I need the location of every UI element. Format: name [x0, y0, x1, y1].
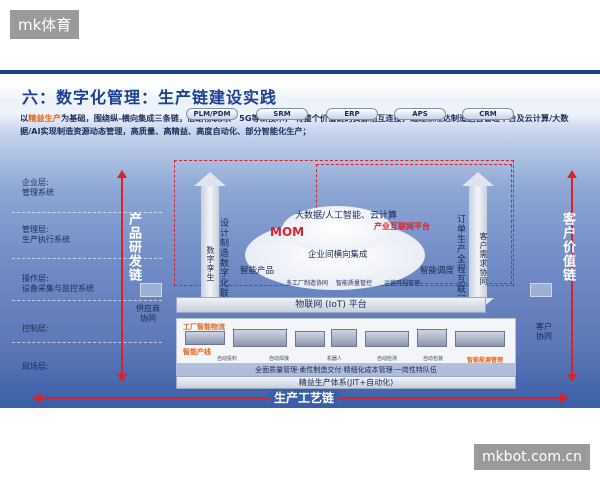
sub-label-quality: 智能质量管控	[336, 280, 373, 287]
craft-arrow-head-right	[560, 393, 569, 403]
craft-chain-label: 生产工艺链	[270, 389, 339, 406]
layer-label-field: 现场层:	[22, 362, 49, 371]
digital-twin-label: 数字孪生	[206, 246, 215, 282]
left-arrow-head-up	[117, 170, 127, 178]
smart-product-label: 智能产品	[240, 266, 275, 276]
factory-caption: 自动检测	[377, 356, 398, 362]
factory-line-label: 智能产线	[183, 348, 211, 356]
order-arrow-body	[469, 186, 487, 298]
factory-logistics-label: 工厂智能物流	[183, 323, 225, 331]
industrial-platform-label: 产业互联网平台	[374, 222, 430, 231]
watermark-top: mk体育	[10, 10, 80, 39]
layer-label-control: 控制层:	[22, 324, 49, 333]
design-arrow-head-up	[194, 172, 226, 186]
factory-floor: 工厂智能物流 智能产线 自动投料 自动焊接 机器人 自动检测 自动包装 智能能源…	[176, 318, 516, 364]
factory-caption: 自动包装	[423, 356, 444, 362]
customer-icon	[530, 283, 552, 297]
slide-top-bar	[0, 70, 600, 74]
factory-caption: 自动投料	[217, 356, 238, 362]
machine-shape	[233, 329, 287, 347]
factory-energy-label: 智能能源管理	[467, 357, 504, 364]
right-chain-label: 客户价值链	[560, 212, 575, 282]
left-chain-label: 产品研发链	[126, 212, 141, 282]
quality-management-bar: 全面质量管理·柔性制造交付·精细化成本管理·一岗性特队伍	[176, 364, 516, 376]
enterprise-integration-label: 企业间横向集成	[308, 250, 368, 260]
left-arrow-head-down	[117, 374, 127, 382]
customer-demand-label: 客户需求协同	[479, 232, 488, 286]
machine-shape	[365, 331, 409, 347]
cloud-shape-top	[282, 206, 392, 252]
machine-shape	[295, 331, 325, 347]
layer-divider	[12, 300, 162, 301]
craft-arrow-head-left	[32, 393, 41, 403]
description-rest: 为基础，围绕纵-横向集成三条链，借助物联网、 5G等新技术， 将整个价值链的资源…	[20, 113, 569, 136]
layer-label-enterprise: 企业层: 管理系统	[22, 178, 54, 197]
design-arrow-body	[201, 186, 219, 298]
lean-production-bar: 精益生产体系(JIT+自动化)	[176, 376, 516, 389]
mom-label: MOM	[270, 225, 305, 239]
left-chain-arrow	[121, 178, 123, 374]
description-highlight: 精益生产	[28, 113, 61, 123]
right-chain-arrow	[571, 178, 573, 374]
right-arrow-head-down	[567, 374, 577, 382]
machine-shape	[455, 331, 505, 347]
supplier-icon	[140, 283, 162, 297]
system-crm: CRM	[462, 108, 514, 120]
sub-label-operation: 运营可视管理	[384, 280, 421, 287]
order-visible-label: 订单生产全程互联可视	[455, 214, 465, 314]
description-prefix: 以	[20, 113, 29, 123]
machine-shape	[331, 329, 357, 347]
smart-schedule-label: 智能调度	[420, 266, 455, 276]
sub-label-multi-factory: 多工厂制造协同	[286, 280, 329, 287]
layer-divider	[12, 258, 162, 259]
order-arrow-head-up	[462, 172, 494, 186]
factory-caption: 自动焊接	[269, 356, 290, 362]
right-arrow-head-up	[567, 170, 577, 178]
system-erp: ERP	[326, 108, 378, 120]
layer-divider	[12, 212, 162, 213]
slide-description: 以精益生产为基础，围绕纵-横向集成三条链，借助物联网、 5G等新技术， 将整个价…	[20, 112, 588, 138]
system-plm-pdm: PLM/PDM	[186, 108, 238, 120]
layer-divider	[12, 342, 162, 343]
system-aps: APS	[394, 108, 446, 120]
watermark-bottom: mkbot.com.cn	[473, 444, 590, 470]
layer-label-management: 管理层: 生产执行系统	[22, 225, 70, 244]
factory-caption: 机器人	[327, 356, 343, 362]
iot-platform: 物联网 (IoT) 平台	[176, 297, 486, 313]
machine-shape	[185, 331, 225, 345]
cloud-top-label: 大数据/人工智能、云计算	[295, 211, 398, 221]
system-srm: SRM	[256, 108, 308, 120]
layer-label-operation: 操作层: 设备采集与监控系统	[22, 274, 94, 293]
supplier-label: 供应商 协同	[136, 304, 160, 323]
slide-title: 六：数字化管理：生产链建设实践	[22, 88, 278, 107]
design-digital-label: 设计制造数字化联合	[218, 218, 228, 308]
machine-shape	[417, 329, 447, 347]
customer-label: 客户 协同	[536, 322, 552, 341]
